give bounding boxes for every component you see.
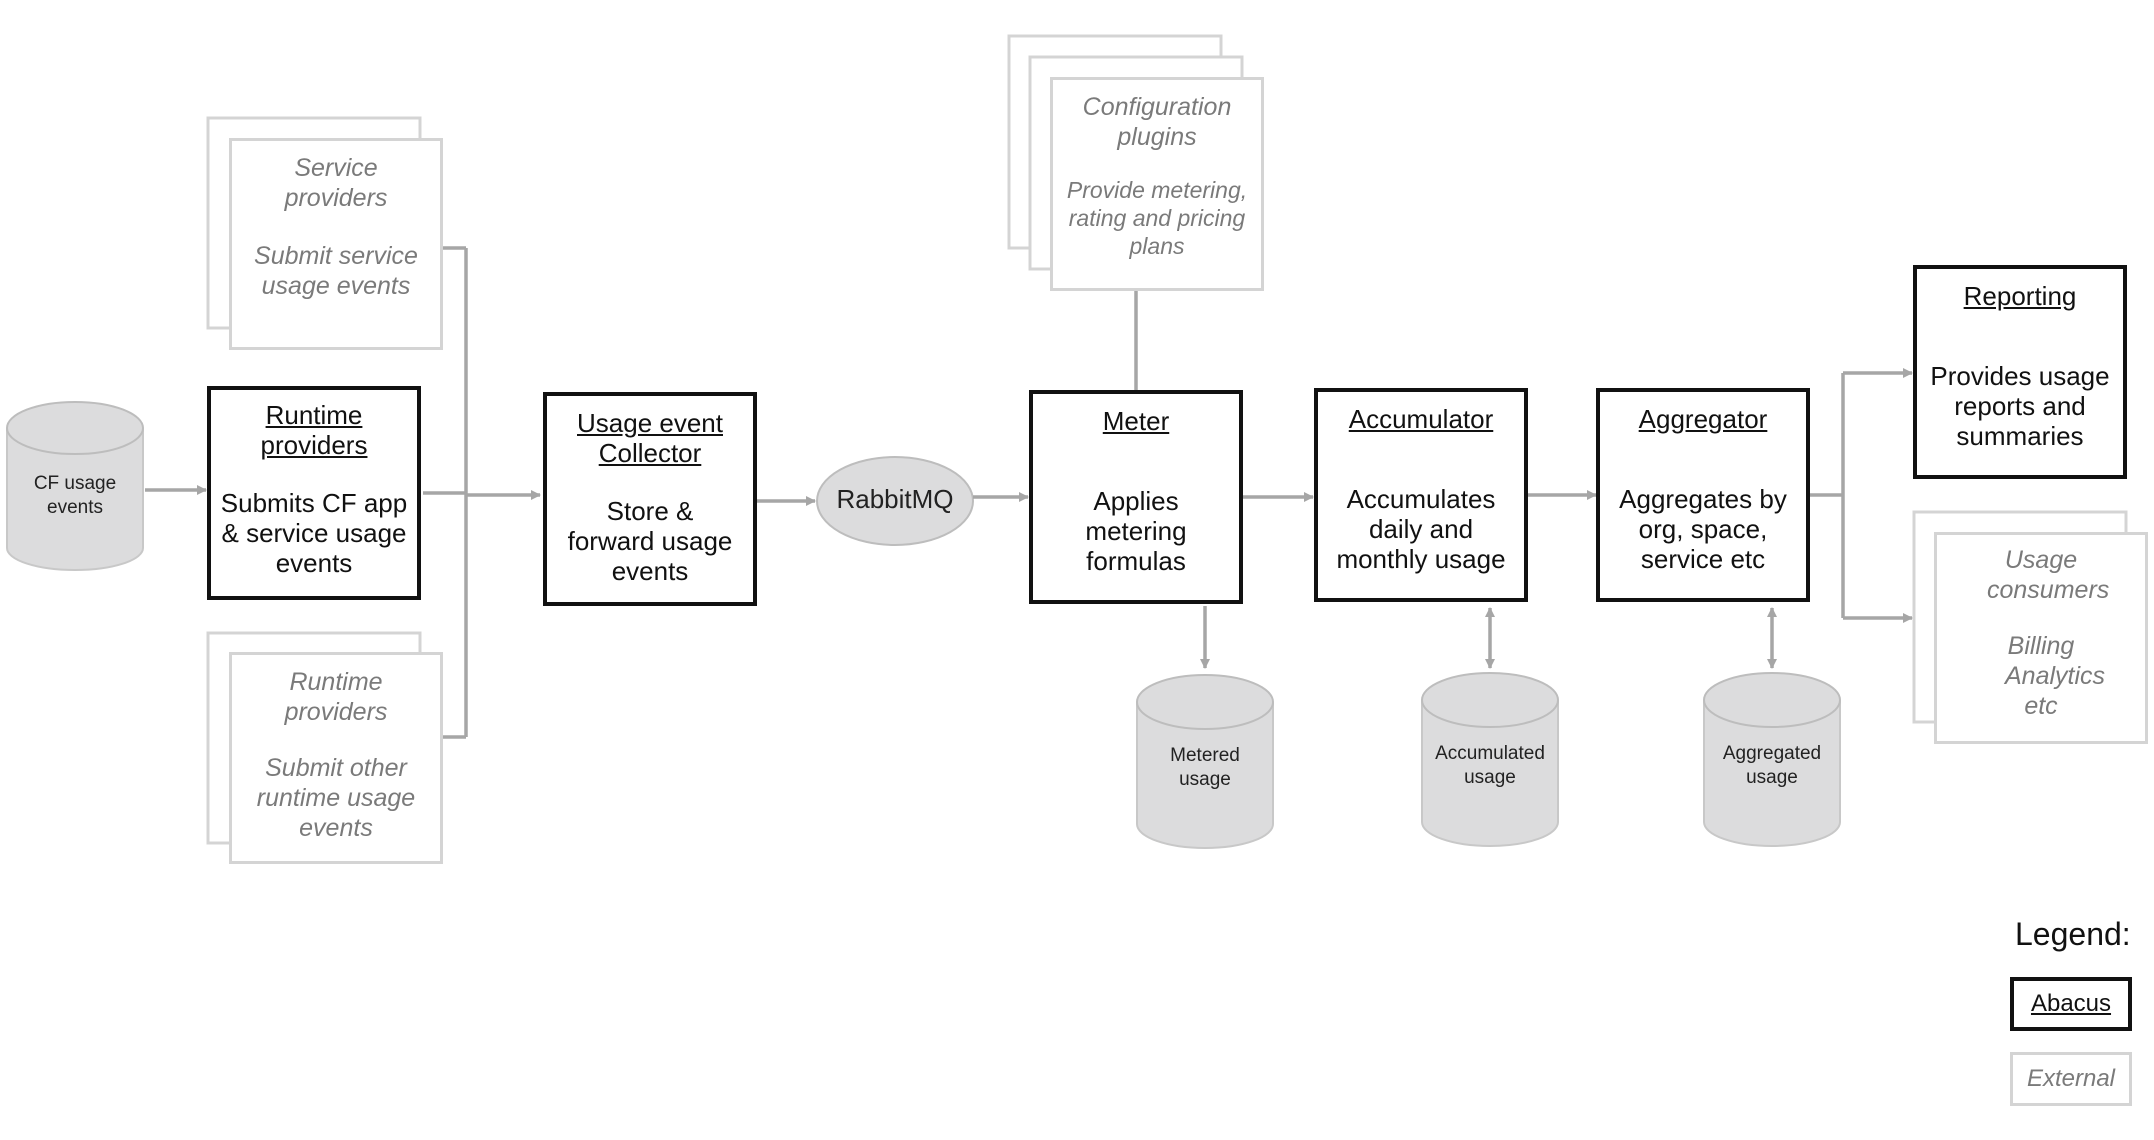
service-providers-desc: Submit service usage events [254,242,418,300]
usage-consumers-desc: Billing Analytics etc [2005,632,2106,720]
cf-usage-events-label: CF usage events [33,473,117,518]
accumulator-desc: Accumulates daily and monthly usage [1336,484,1506,574]
metered-usage-label: Metered usage [1170,745,1240,790]
cf-usage-events-cylinder [6,401,144,571]
usage-consumers-box: Usage consumers Billing Analytics etc [1934,532,2148,744]
collector-desc: Store & forward usage events [567,496,733,586]
accumulator-box: Accumulator Accumulates daily and monthl… [1314,388,1528,602]
runtime-providers-title: Runtime providers [260,400,368,460]
usage-consumers-title: Usage consumers [1987,546,2110,604]
legend-external-label: External [2026,1065,2116,1092]
service-providers-box: Service providers Submit service usage e… [229,138,443,350]
config-plugins-desc: Provide metering, rating and pricing pla… [1066,177,1248,259]
aggregated-usage-label: Aggregated usage [1722,743,1822,788]
reporting-desc: Provides usage reports and summaries [1930,361,2110,451]
config-plugins-box: Configuration plugins Provide metering, … [1050,77,1264,291]
reporting-box: Reporting Provides usage reports and sum… [1913,265,2127,479]
meter-title: Meter [1102,406,1170,436]
runtime-providers-other-box: Runtime providers Submit other runtime u… [229,652,443,864]
accumulated-usage-label: Accumulated usage [1435,743,1545,788]
reporting-title: Reporting [1963,281,2077,311]
legend-abacus-label: Abacus [2030,990,2112,1017]
rabbitmq-ellipse [816,456,974,546]
config-plugins-title: Configuration plugins [1082,93,1232,151]
legend-external-box: External [2010,1052,2132,1106]
aggregated-usage-cylinder [1703,672,1841,847]
rabbitmq-label: RabbitMQ [836,484,954,514]
collector-title: Usage event Collector [577,408,723,468]
meter-desc: Applies metering formulas [1085,486,1187,576]
accumulator-title: Accumulator [1348,404,1494,434]
legend-abacus-box: Abacus [2010,977,2132,1031]
accumulated-usage-cylinder [1421,672,1559,847]
runtime-providers-box: Runtime providers Submits CF app & servi… [207,386,421,600]
legend-title: Legend: [2015,916,2131,952]
metered-usage-cylinder [1136,674,1274,849]
service-providers-title: Service providers [284,154,388,212]
aggregator-desc: Aggregates by org, space, service etc [1619,484,1787,574]
runtime-providers-desc: Submits CF app & service usage events [220,488,408,578]
runtime-providers-other-title: Runtime providers [284,668,388,726]
runtime-providers-other-desc: Submit other runtime usage events [256,754,416,842]
collector-box: Usage event Collector Store & forward us… [543,392,757,606]
aggregator-box: Aggregator Aggregates by org, space, ser… [1596,388,1810,602]
aggregator-title: Aggregator [1638,404,1768,434]
meter-box: Meter Applies metering formulas [1029,390,1243,604]
